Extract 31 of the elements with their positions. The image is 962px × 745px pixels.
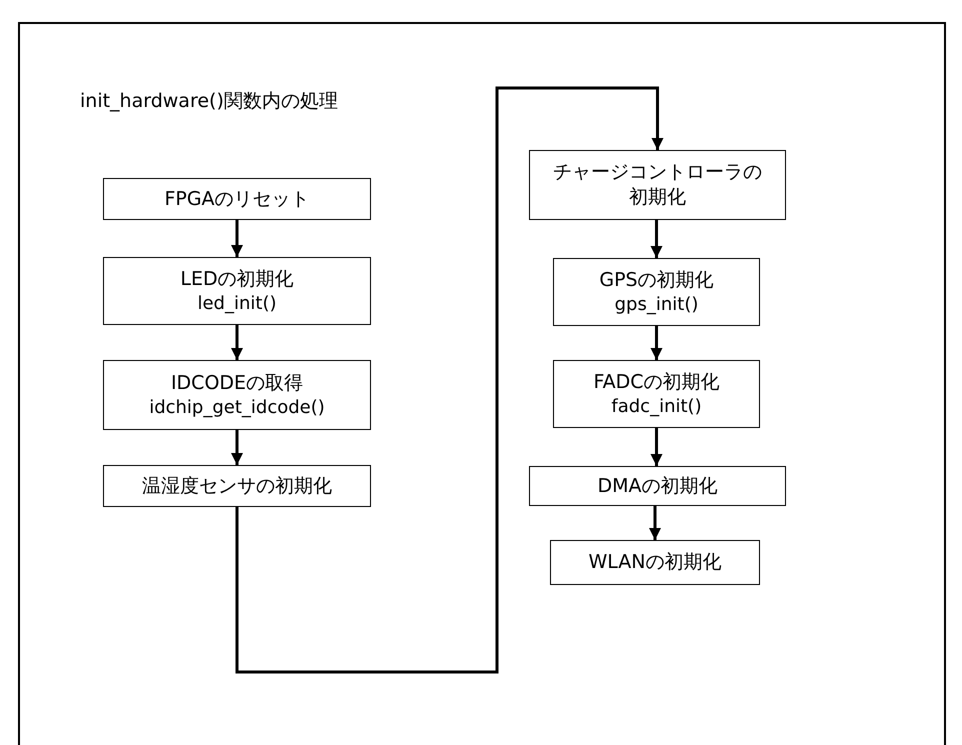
step-label: 温湿度センサの初期化 bbox=[142, 474, 332, 498]
step-label: FADCの初期化 bbox=[593, 370, 720, 395]
process-box bbox=[553, 360, 760, 428]
step-label: DMAの初期化 bbox=[597, 474, 718, 498]
process-box bbox=[529, 466, 786, 506]
arrow bbox=[650, 220, 662, 258]
process-box bbox=[103, 465, 371, 507]
function-name: idchip_get_idcode() bbox=[149, 396, 325, 420]
function-name: gps_init() bbox=[614, 292, 698, 316]
function-name: led_init() bbox=[197, 292, 276, 316]
arrow bbox=[231, 220, 243, 257]
step-label: GPSの初期化 bbox=[599, 268, 714, 293]
process-box bbox=[529, 150, 786, 220]
arrow bbox=[649, 506, 661, 540]
step-label: WLANの初期化 bbox=[588, 550, 722, 575]
arrow bbox=[236, 86, 664, 674]
arrow bbox=[231, 430, 243, 465]
process-box bbox=[103, 360, 371, 430]
step-label: チャージコントローラの初期化 bbox=[552, 160, 763, 210]
step-label: LEDの初期化 bbox=[180, 266, 294, 292]
process-box bbox=[553, 258, 760, 326]
function-name: fadc_init() bbox=[611, 394, 702, 418]
process-box bbox=[103, 178, 371, 220]
arrow bbox=[650, 428, 662, 466]
step-label: IDCODEの取得 bbox=[170, 370, 304, 396]
arrow bbox=[231, 325, 243, 360]
diagram-title: init_hardware()関数内の処理 bbox=[80, 89, 338, 114]
step-label: FPGAのリセット bbox=[164, 186, 310, 212]
arrow bbox=[650, 326, 662, 360]
process-box bbox=[550, 540, 760, 585]
process-box bbox=[103, 257, 371, 325]
